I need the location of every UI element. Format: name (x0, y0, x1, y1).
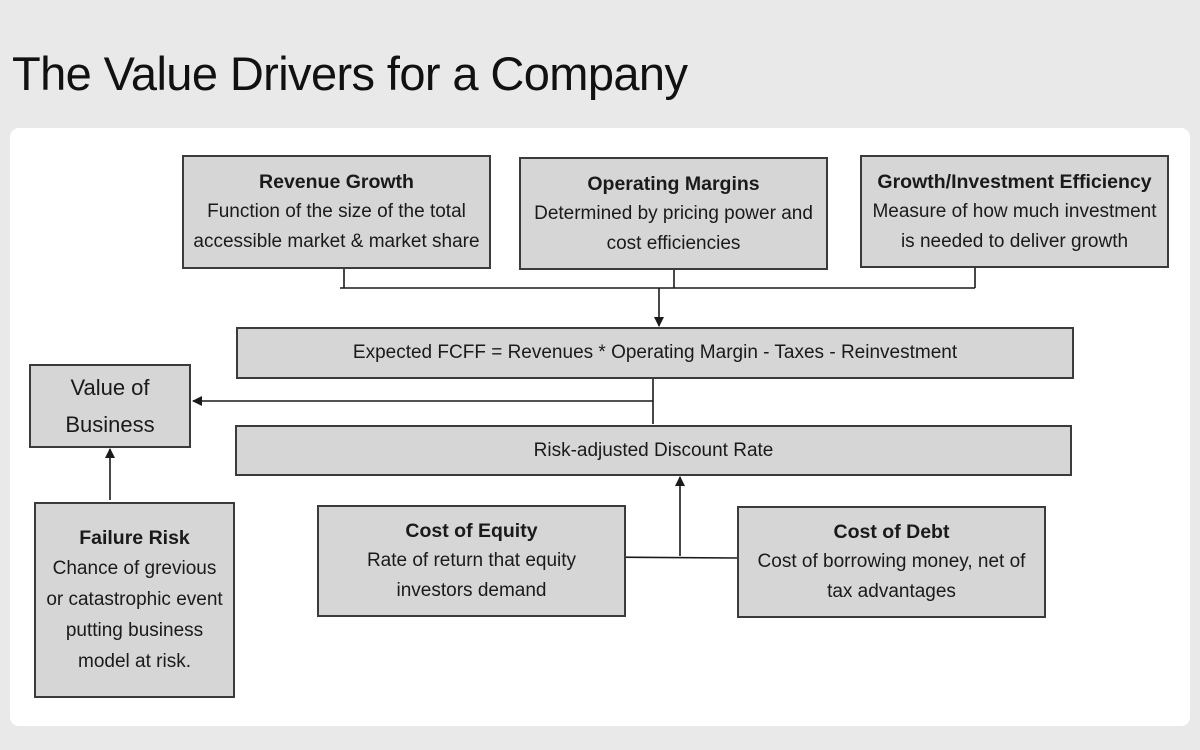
value-of-business-line-1: Value of (70, 375, 150, 400)
cost-of-equity-line-1: Rate of return that equity (366, 550, 577, 571)
page-title: The Value Drivers for a Company (12, 47, 688, 100)
revenue-growth-line-1: Function of the size of the total (207, 201, 466, 222)
cost-of-equity-heading: Cost of Equity (405, 520, 538, 542)
growth-efficiency-line-2: is needed to deliver growth (900, 230, 1129, 252)
discount-rate-box: Risk-adjusted Discount Rate (235, 425, 1072, 476)
cost-of-debt-line-1: Cost of borrowing money, net of (757, 551, 1026, 572)
revenue-growth-box: Revenue Growth Function of the size of t… (182, 155, 491, 269)
cost-of-debt-box: Cost of Debt Cost of borrowing money, ne… (737, 506, 1046, 618)
cost-of-equity-line-2: investors demand (396, 580, 547, 601)
expected-fcff-box: Expected FCFF = Revenues * Operating Mar… (236, 327, 1074, 379)
cost-of-debt-heading: Cost of Debt (833, 521, 950, 543)
failure-risk-heading: Failure Risk (79, 527, 190, 549)
growth-efficiency-line-1: Measure of how much investment (872, 200, 1157, 222)
revenue-growth-heading: Revenue Growth (259, 171, 414, 193)
value-of-business-box: Value of Business (29, 364, 191, 448)
failure-risk-line-2: or catastrophic event (46, 589, 223, 610)
growth-efficiency-box: Growth/Investment Efficiency Measure of … (860, 155, 1169, 268)
cost-of-equity-box-view: Cost of Equity Rate of return that equit… (317, 505, 626, 617)
expected-fcff-formula: Expected FCFF = Revenues * Operating Mar… (352, 342, 958, 363)
operating-margins-box: Operating Margins Determined by pricing … (519, 157, 828, 270)
revenue-growth-line-2: accessible market & market share (193, 231, 480, 252)
failure-risk-line-3: putting business (65, 620, 204, 641)
growth-efficiency-heading: Growth/Investment Efficiency (877, 170, 1152, 193)
operating-margins-line-2: cost efficiencies (606, 232, 741, 254)
discount-rate-label: Risk-adjusted Discount Rate (533, 439, 774, 461)
value-of-business-line-2: Business (65, 412, 155, 437)
failure-risk-box: Failure Risk Chance of grevious or catas… (34, 502, 235, 698)
cost-of-debt-line-2: tax advantages (827, 581, 956, 602)
failure-risk-line-1: Chance of grevious (52, 558, 217, 579)
failure-risk-line-4: model at risk. (78, 651, 191, 672)
operating-margins-line-1: Determined by pricing power and (534, 202, 813, 224)
operating-margins-heading: Operating Margins (587, 172, 760, 195)
